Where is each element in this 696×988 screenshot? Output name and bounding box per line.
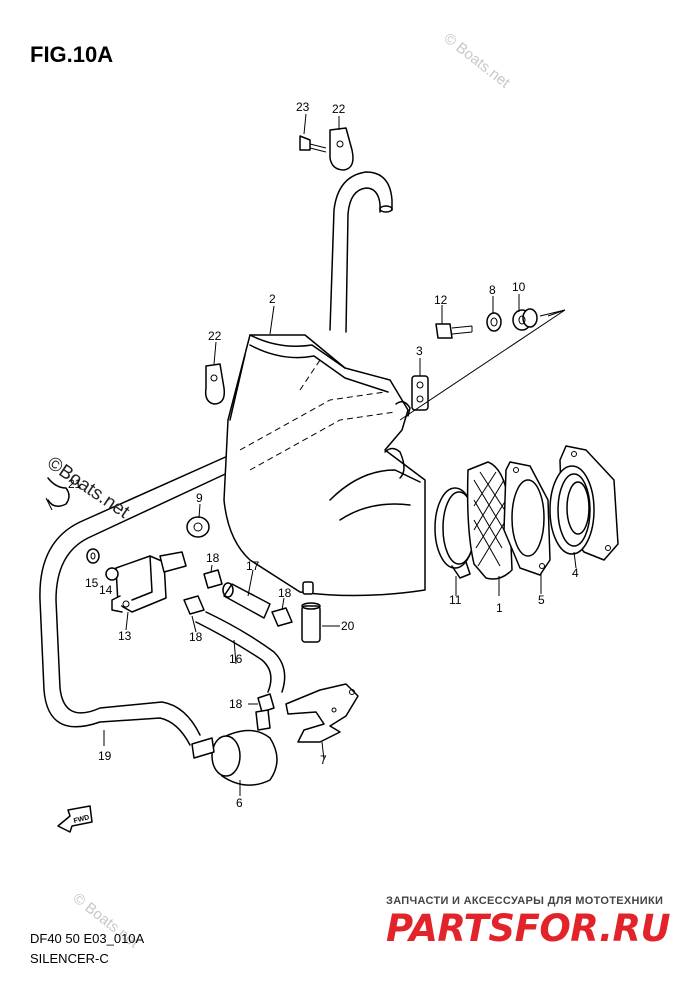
- label-22-side: 22: [208, 329, 222, 343]
- leader-line-upper: [399, 309, 566, 421]
- grommet-9: [186, 516, 210, 538]
- gasket-5: [503, 461, 551, 576]
- plate-3: [411, 375, 429, 411]
- brand-tagline: ЗАПЧАСТИ И АКСЕССУАРЫ ДЛЯ МОТОТЕХНИКИ: [386, 895, 664, 907]
- label-21: 21: [68, 477, 82, 491]
- washer-15: [86, 548, 100, 564]
- label-6: 6: [236, 796, 243, 810]
- watermark-middle: ©Boats.net: [43, 453, 133, 524]
- clip-18-b: [183, 595, 205, 615]
- label-12: 12: [434, 293, 448, 307]
- brand-logo-part1: PARTS: [386, 907, 515, 950]
- label-23: 23: [296, 100, 310, 114]
- label-16: 16: [229, 652, 243, 666]
- label-14: 14: [99, 583, 113, 597]
- label-18-a: 18: [206, 551, 220, 565]
- clip-18-d: [257, 693, 275, 713]
- label-22-top: 22: [332, 102, 346, 116]
- hose-17: [222, 582, 271, 619]
- clip-21: [45, 477, 70, 511]
- bolt-23: [299, 135, 327, 153]
- label-11: 11: [449, 593, 462, 607]
- label-8: 8: [489, 283, 496, 297]
- intake-pipe: [329, 171, 393, 333]
- grommet-10: [512, 308, 538, 331]
- fwd-arrow-icon: FWD: [57, 805, 93, 833]
- brand-logo-part2: FOR.RU: [514, 907, 671, 950]
- washer-8: [486, 312, 502, 332]
- label-4: 4: [572, 566, 579, 580]
- filter-6: [191, 709, 278, 786]
- label-18-c: 18: [278, 586, 292, 600]
- valve-13: [111, 551, 187, 613]
- watermark-top: © Boats.net: [441, 30, 514, 92]
- figure-title: FIG.10A: [30, 42, 114, 67]
- label-18-d: 18: [229, 697, 243, 711]
- label-19: 19: [98, 749, 112, 763]
- fitting-14: [105, 567, 119, 581]
- label-7: 7: [320, 753, 327, 767]
- hose-19: [39, 454, 237, 746]
- label-9: 9: [196, 491, 203, 505]
- label-1: 1: [496, 601, 503, 615]
- label-3: 3: [416, 344, 423, 358]
- leader-line-lower: [547, 309, 566, 317]
- label-leader-lines: [103, 113, 577, 796]
- bolt-12: [435, 323, 473, 339]
- label-15: 15: [85, 576, 99, 590]
- silencer-case-2: [223, 334, 426, 597]
- label-10: 10: [512, 280, 526, 294]
- label-2: 2: [269, 292, 276, 306]
- bracket-7: [285, 683, 359, 743]
- clamp-22-top: [329, 127, 354, 171]
- label-13: 13: [118, 629, 132, 643]
- svg-text:©Boats.net: ©Boats.net: [43, 453, 133, 524]
- hose-16: [195, 611, 286, 693]
- label-20: 20: [341, 619, 355, 633]
- label-18-b: 18: [189, 630, 203, 644]
- clamp-22-side: [204, 363, 226, 405]
- svg-text:© Boats.net: © Boats.net: [441, 30, 514, 92]
- label-17: 17: [246, 559, 260, 573]
- clip-18-a: [203, 569, 223, 589]
- part-labels: 23 22 2 22 3 12 8 10 21 9 18 17 18 20 15…: [68, 100, 579, 810]
- brand-logo[interactable]: PARTSFOR.RU: [386, 907, 671, 950]
- figure-name: SILENCER-C: [30, 951, 109, 966]
- flange-4: [549, 445, 619, 561]
- label-5: 5: [538, 593, 545, 607]
- figure-code: DF40 50 E03_010A: [30, 931, 145, 946]
- pipe-20: [301, 581, 321, 643]
- fwd-label: FWD: [73, 814, 90, 825]
- clip-18-c: [271, 607, 293, 627]
